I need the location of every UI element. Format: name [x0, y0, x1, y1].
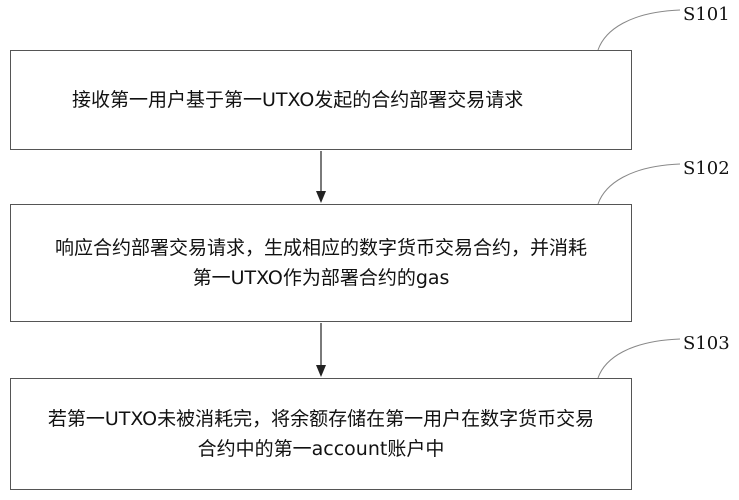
step-box-s101: 接收第一用户基于第一UTXO发起的合约部署交易请求	[10, 50, 632, 150]
step-label-s103: S103	[683, 333, 730, 354]
step-text-s102: 响应合约部署交易请求，生成相应的数字货币交易合约，并消耗 第一UTXO作为部署合…	[11, 233, 631, 293]
step-text-s101: 接收第一用户基于第一UTXO发起的合约部署交易请求	[11, 85, 631, 115]
step-label-s101: S101	[683, 4, 730, 25]
arrow-2-to-3	[316, 323, 326, 377]
step-box-s103: 若第一UTXO未被消耗完，将余额存储在第一用户在数字货币交易 合约中的第一acc…	[10, 378, 632, 490]
step-text-line: 若第一UTXO未被消耗完，将余额存储在第一用户在数字货币交易	[47, 408, 595, 430]
step-box-s102: 响应合约部署交易请求，生成相应的数字货币交易合约，并消耗 第一UTXO作为部署合…	[10, 204, 632, 322]
leader-curve-s102	[597, 163, 681, 205]
arrow-1-to-2	[316, 151, 326, 203]
step-label-s102: S102	[683, 158, 730, 179]
step-text-line: 响应合约部署交易请求，生成相应的数字货币交易合约，并消耗	[54, 237, 587, 259]
step-text-line: 合约中的第一account账户中	[197, 438, 445, 460]
leader-curve-s101	[597, 9, 681, 51]
step-text-line: 第一UTXO作为部署合约的gas	[192, 267, 450, 289]
step-text-line: 接收第一用户基于第一UTXO发起的合约部署交易请求	[72, 89, 524, 111]
step-text-s103: 若第一UTXO未被消耗完，将余额存储在第一用户在数字货币交易 合约中的第一acc…	[11, 404, 631, 464]
leader-curve-s103	[597, 338, 681, 379]
